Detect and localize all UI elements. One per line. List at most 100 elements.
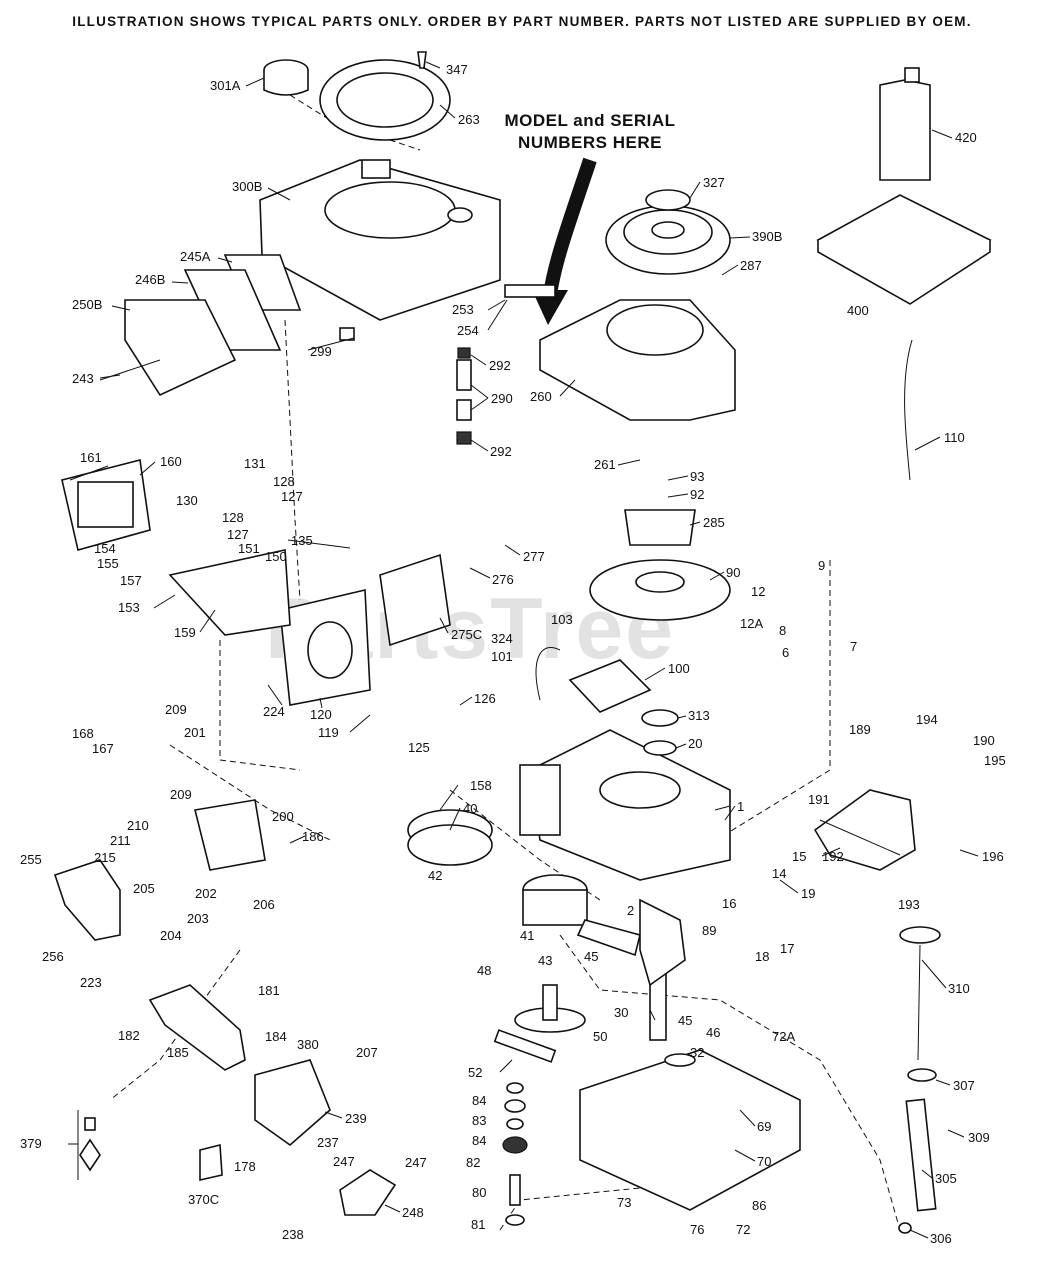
part-label: 370C (188, 1192, 219, 1207)
part-label: 185 (167, 1045, 189, 1060)
seal-20 (643, 740, 677, 756)
part-label: 255 (20, 852, 42, 867)
part-label: 167 (92, 741, 114, 756)
part-label: 45 (584, 949, 598, 964)
screw-347 (417, 51, 427, 69)
part-label: 128 (222, 510, 244, 525)
part-label: 19 (801, 886, 815, 901)
piston-rings (407, 809, 493, 866)
part-label: 313 (688, 708, 710, 723)
part-label: 292 (490, 444, 512, 459)
part-label: 261 (594, 457, 616, 472)
part-label: 89 (702, 923, 716, 938)
part-label: 400 (847, 303, 869, 318)
intake-pipe (148, 984, 246, 1071)
part-label: 154 (94, 541, 116, 556)
part-label: 161 (80, 450, 102, 465)
part-label: 17 (780, 941, 794, 956)
diagram-header: ILLUSTRATION SHOWS TYPICAL PARTS ONLY. O… (72, 14, 972, 29)
callout-arrow (532, 157, 597, 325)
part-label: 250B (72, 297, 102, 312)
connecting-rod (576, 919, 641, 957)
part-label: 390B (752, 229, 782, 244)
part-label: 93 (690, 469, 704, 484)
part-label: 82 (466, 1155, 480, 1170)
part-label: 12A (740, 616, 763, 631)
part-label: 287 (740, 258, 762, 273)
part-label: 150 (265, 549, 287, 564)
piston (522, 874, 588, 926)
part-label: 195 (984, 753, 1006, 768)
part-label: 307 (953, 1078, 975, 1093)
part-label: 86 (752, 1198, 766, 1213)
shaft-52 (493, 1029, 557, 1063)
oil-bottle (879, 67, 931, 181)
part-label: 20 (688, 736, 702, 751)
callout-line-2: NUMBERS HERE (518, 133, 662, 152)
part-label: 153 (118, 600, 140, 615)
part-label: 40 (463, 801, 477, 816)
part-label: 16 (722, 896, 736, 911)
part-label: 247 (333, 1154, 355, 1169)
part-label: 285 (703, 515, 725, 530)
engine-block (519, 729, 731, 881)
part-label: 201 (184, 725, 206, 740)
part-label: 420 (955, 130, 977, 145)
part-label: 157 (120, 573, 142, 588)
part-label: 120 (310, 707, 332, 722)
part-label: 379 (20, 1136, 42, 1151)
part-label: 168 (72, 726, 94, 741)
part-label: 126 (474, 691, 496, 706)
part-label: 277 (523, 549, 545, 564)
dipstick (898, 926, 941, 1234)
part-label: 223 (80, 975, 102, 990)
callout-line-1: MODEL and SERIAL (504, 111, 676, 130)
part-label: 253 (452, 302, 474, 317)
part-label: 8 (779, 623, 786, 638)
part-label: 128 (273, 474, 295, 489)
part-label: 256 (42, 949, 64, 964)
part-label: 41 (520, 928, 534, 943)
part-label: 1 (737, 799, 744, 814)
part-label: 90 (726, 565, 740, 580)
part-label: 275C (451, 627, 482, 642)
seal-313 (641, 709, 679, 727)
leader-lines (68, 61, 979, 1239)
part-label: 204 (160, 928, 182, 943)
part-label: 84 (472, 1093, 486, 1108)
part-label: 248 (402, 1205, 424, 1220)
part-label: 182 (118, 1028, 140, 1043)
part-label: 263 (458, 112, 480, 127)
part-label: 190 (973, 733, 995, 748)
part-label: 73 (617, 1195, 631, 1210)
bracket-255 (53, 859, 121, 941)
part-label: 92 (690, 487, 704, 502)
carburetor-cover (61, 459, 151, 551)
part-label: 125 (408, 740, 430, 755)
part-label: 191 (808, 792, 830, 807)
part-label: 46 (706, 1025, 720, 1040)
crankshaft (639, 898, 686, 1041)
rewind-starter (605, 189, 731, 275)
elbow-248 (339, 1169, 397, 1216)
part-label: 110 (944, 430, 965, 445)
part-label: 14 (772, 866, 786, 881)
part-label: 100 (668, 661, 690, 676)
part-label: 301A (210, 78, 241, 93)
part-label: 245A (180, 249, 211, 264)
part-label: 246B (135, 272, 165, 287)
part-label: 290 (491, 391, 513, 406)
blower-housing (259, 159, 501, 321)
governor-bracket (813, 789, 916, 871)
part-label: 70 (757, 1154, 771, 1169)
part-label: 380 (297, 1037, 319, 1052)
part-label: 127 (227, 527, 249, 542)
part-label: 7 (850, 639, 857, 654)
part-label: 309 (968, 1130, 990, 1145)
part-label: 84 (472, 1133, 486, 1148)
part-label: 215 (94, 850, 116, 865)
fuel-cap (263, 59, 309, 96)
part-label: 310 (948, 981, 970, 996)
part-label: 237 (317, 1135, 339, 1150)
